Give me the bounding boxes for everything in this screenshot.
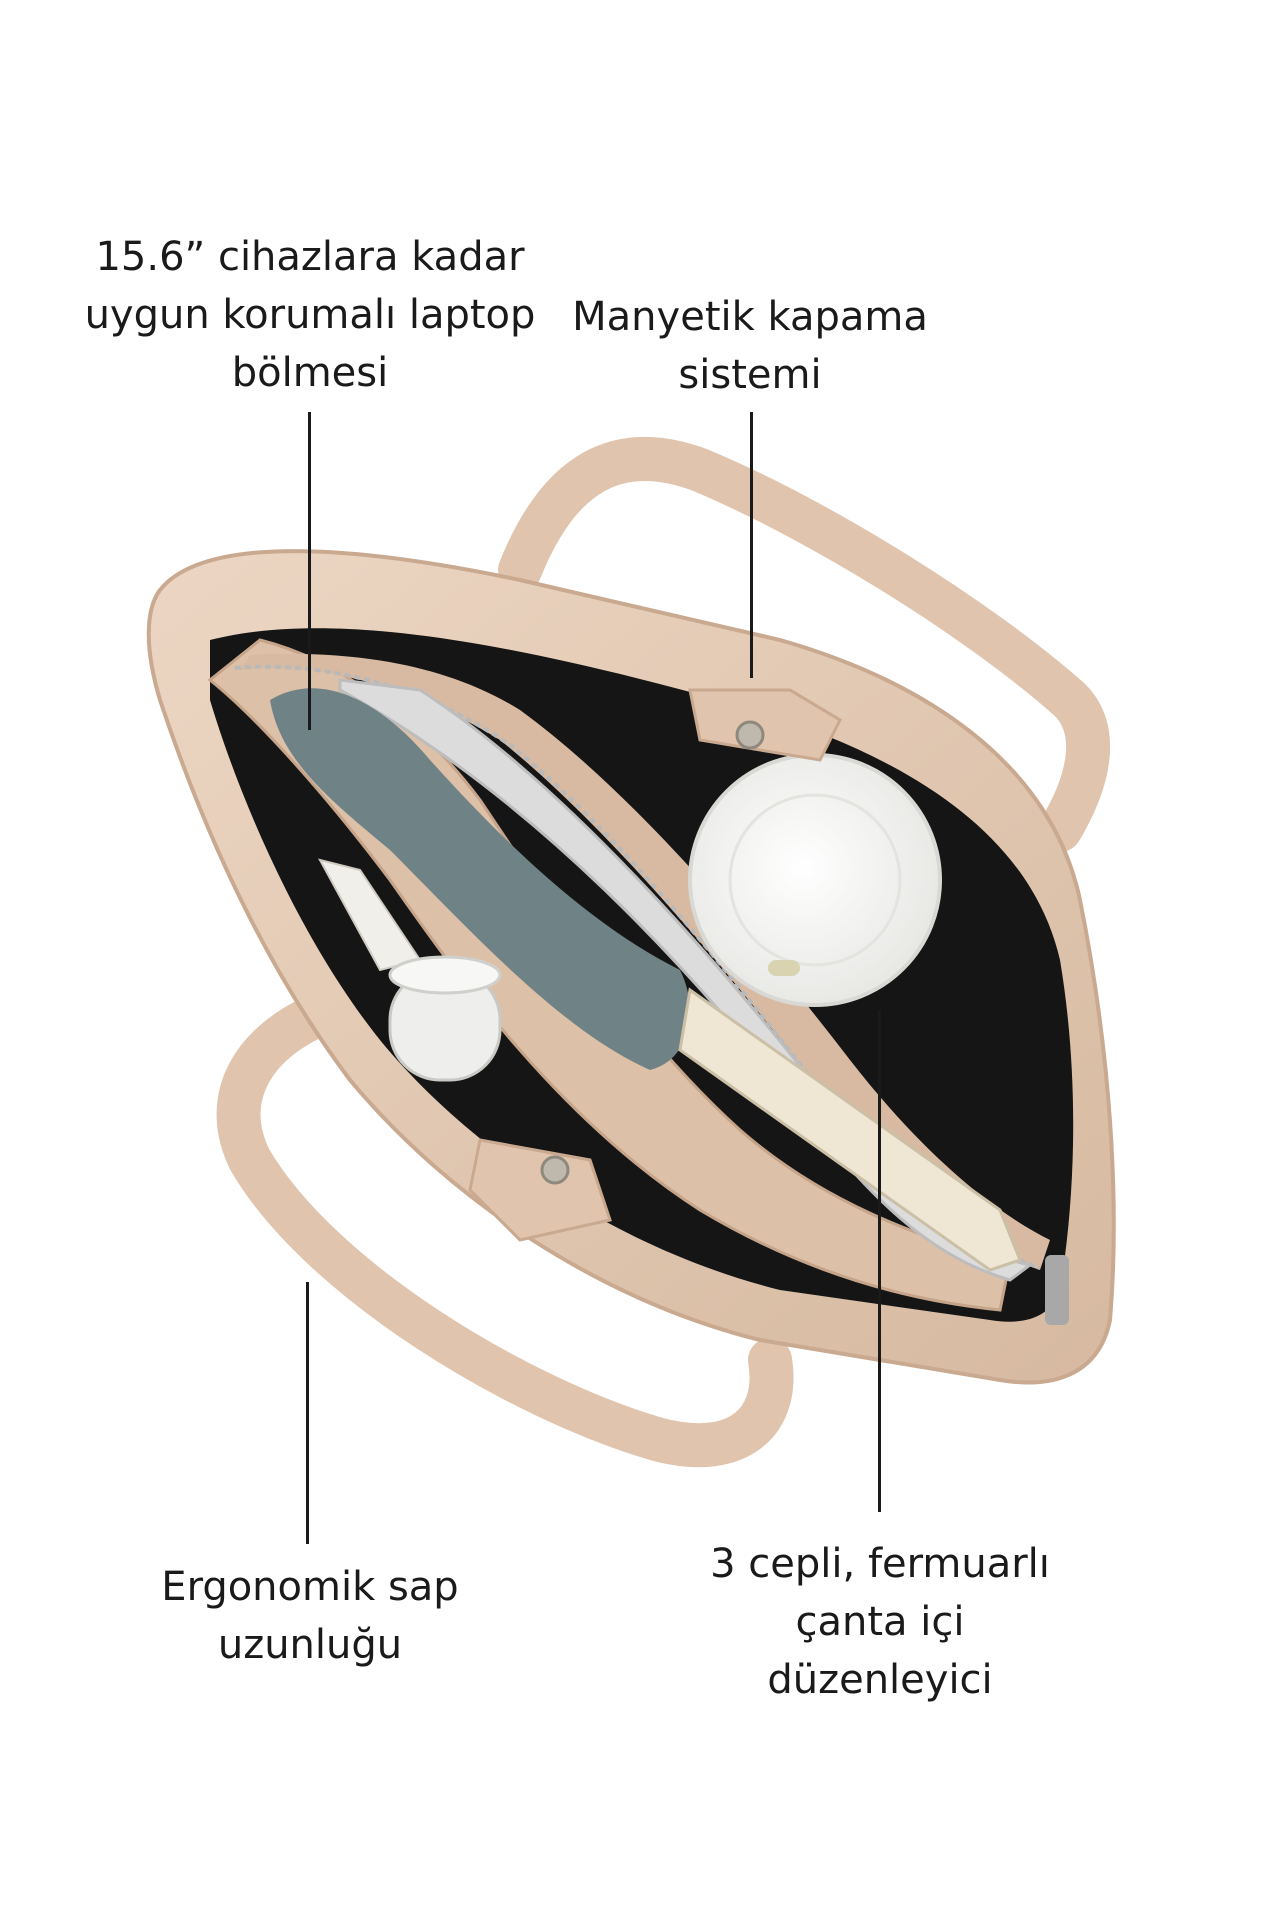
back-handle (498, 436, 1111, 852)
laptop (338, 678, 1034, 1282)
magnetic-snap-tab (688, 688, 842, 762)
leader-magnet (750, 412, 753, 678)
leader-handle (306, 1282, 309, 1544)
front-snap-tab (468, 1138, 612, 1242)
leader-organizer (878, 1010, 881, 1512)
caption-magnetic-closure: Manyetik kapama sistemi (572, 294, 928, 398)
towel (270, 688, 690, 1070)
book (678, 987, 1022, 1272)
cup-lid (688, 753, 942, 1007)
caption-ergonomic-handle: Ergonomik sap uzunluğu (161, 1564, 459, 1668)
caption-laptop-compartment: 15.6” cihazlara kadar uygun korumalı lap… (84, 234, 536, 396)
caption-zippered-organizer: 3 cepli, fermuarlı çanta içi düzenleyici (710, 1541, 1050, 1703)
leader-laptop (308, 412, 311, 730)
front-handle (216, 988, 794, 1468)
